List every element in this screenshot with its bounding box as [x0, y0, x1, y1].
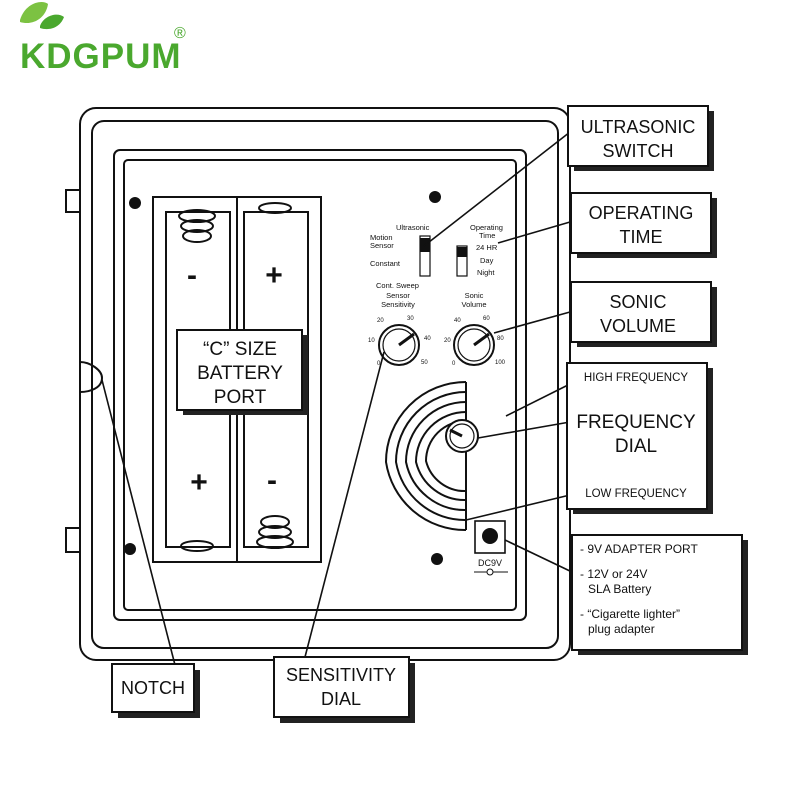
svg-text:SONIC: SONIC [609, 292, 666, 312]
svg-text:Operating: Operating [470, 223, 503, 232]
svg-text:24 HR: 24 HR [476, 243, 498, 252]
mount-hole [124, 543, 136, 555]
callout-frequency: HIGH FREQUENCY FREQUENCY DIAL LOW FREQUE… [566, 362, 713, 514]
polarity-sign: + [265, 259, 283, 292]
sensitivity-dial[interactable]: Sensor Sensitivity 0 10 20 30 40 50 [368, 291, 431, 367]
callout-adapter: - 9V ADAPTER PORT - 12V or 24V SLA Batte… [571, 534, 748, 655]
spring-contact [256, 515, 294, 549]
svg-text:- 12V or 24V: - 12V or 24V [580, 567, 647, 581]
flat-contact [258, 202, 292, 214]
svg-text:40: 40 [454, 318, 461, 324]
notch [79, 361, 104, 393]
callout-sonic-volume: SONIC VOLUME [570, 281, 717, 347]
ultrasonic-mode-switch[interactable]: Ultrasonic Motion Sensor Constant Cont. … [370, 223, 431, 290]
dc9v-port[interactable]: DC9V [474, 520, 508, 576]
polarity-sign: - [267, 464, 277, 497]
flat-contact [180, 540, 214, 552]
control-panel: Ultrasonic Motion Sensor Constant Cont. … [368, 223, 508, 576]
polarity-sign: + [190, 466, 208, 499]
svg-text:ULTRASONIC: ULTRASONIC [581, 117, 696, 137]
callout-ultrasonic-switch: ULTRASONIC SWITCH [567, 105, 714, 171]
svg-text:OPERATING: OPERATING [589, 203, 694, 223]
svg-text:SWITCH: SWITCH [603, 141, 674, 161]
callout-sensitivity-dial: SENSITIVITY DIAL [273, 656, 415, 723]
svg-text:Sensitivity: Sensitivity [381, 300, 415, 309]
polarity-sign: - [187, 259, 197, 292]
svg-text:40: 40 [424, 336, 431, 342]
svg-text:0: 0 [452, 361, 456, 367]
battery-compartment: - + + - “C” SIZE BATTERY PORT [152, 196, 322, 563]
svg-text:TIME: TIME [620, 227, 663, 247]
brand-logo: KDGPUM ® [20, 1, 186, 76]
operating-time-switch[interactable]: Operating Time 24 HR Day Night [456, 223, 503, 277]
svg-text:DIAL: DIAL [321, 689, 361, 709]
svg-text:20: 20 [444, 338, 451, 344]
svg-text:Sonic: Sonic [465, 291, 484, 300]
svg-text:SENSITIVITY: SENSITIVITY [286, 665, 396, 685]
svg-text:100: 100 [495, 360, 506, 366]
svg-text:DIAL: DIAL [615, 436, 657, 457]
svg-text:VOLUME: VOLUME [600, 316, 676, 336]
battery-port-label: “C” SIZE BATTERY PORT [176, 329, 308, 415]
switch-title: Ultrasonic [396, 223, 430, 232]
svg-text:Day: Day [480, 256, 494, 265]
svg-text:Time: Time [479, 231, 495, 240]
callout-notch: NOTCH [111, 663, 200, 718]
svg-text:“C” SIZE: “C” SIZE [203, 339, 277, 360]
svg-text:FREQUENCY: FREQUENCY [576, 412, 696, 433]
leaf-icon-small [40, 14, 64, 30]
svg-text:Motion: Motion [370, 233, 393, 242]
spring-contact [178, 209, 216, 243]
leader-lines [101, 131, 573, 666]
svg-text:Volume: Volume [461, 300, 486, 309]
svg-text:Constant: Constant [370, 259, 401, 268]
svg-text:Sensor: Sensor [370, 241, 394, 250]
svg-text:NOTCH: NOTCH [121, 678, 185, 698]
svg-text:PORT: PORT [214, 387, 267, 408]
sonic-volume-dial[interactable]: Sonic Volume 0 20 40 60 80 100 [444, 291, 506, 367]
registered-mark: ® [174, 25, 186, 42]
svg-text:HIGH FREQUENCY: HIGH FREQUENCY [584, 372, 688, 384]
callout-operating-time: OPERATING TIME [570, 192, 717, 258]
svg-text:10: 10 [368, 338, 375, 344]
svg-text:plug adapter: plug adapter [588, 622, 655, 636]
svg-text:SLA Battery: SLA Battery [588, 582, 651, 596]
frequency-dial[interactable] [384, 381, 479, 532]
svg-text:- “Cigarette lighter”: - “Cigarette lighter” [580, 607, 680, 621]
svg-text:30: 30 [407, 316, 414, 322]
svg-text:20: 20 [377, 318, 384, 324]
svg-text:BATTERY: BATTERY [197, 363, 283, 384]
leaf-icon [20, 1, 48, 24]
svg-text:- 9V ADAPTER PORT: - 9V ADAPTER PORT [580, 542, 698, 556]
mount-hole [129, 197, 141, 209]
brand-name: KDGPUM [20, 37, 182, 76]
svg-text:LOW FREQUENCY: LOW FREQUENCY [585, 488, 687, 500]
svg-text:Sensor: Sensor [386, 291, 410, 300]
mount-hole [429, 191, 441, 203]
svg-text:DC9V: DC9V [478, 558, 502, 568]
svg-text:Night: Night [477, 268, 495, 277]
mount-hole [431, 553, 443, 565]
svg-text:0: 0 [377, 361, 381, 367]
svg-text:Cont. Sweep: Cont. Sweep [376, 281, 419, 290]
svg-text:60: 60 [483, 316, 490, 322]
svg-text:50: 50 [421, 360, 428, 366]
svg-text:80: 80 [497, 336, 504, 342]
